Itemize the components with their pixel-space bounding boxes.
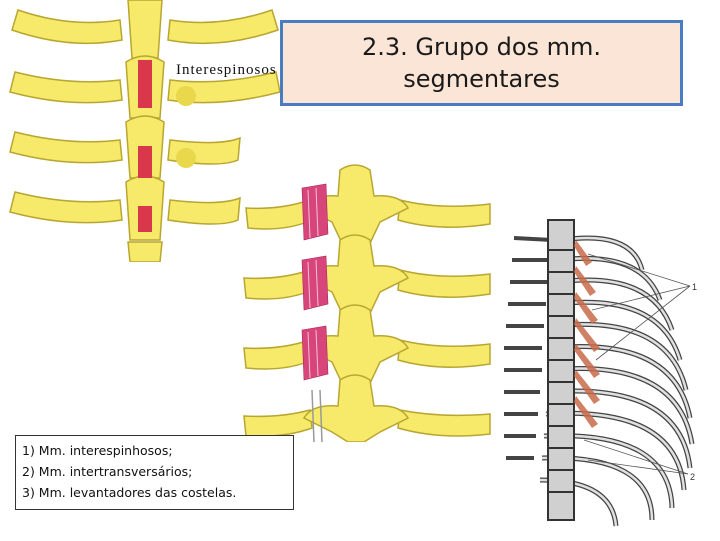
interspinous-figure: Interespinosos (0, 0, 290, 263)
spine-illustration-middle (243, 164, 491, 443)
interspinous-label: Interespinosos (176, 62, 277, 78)
legend-box: 1) Mm. interespinhosos; 2) Mm. intertran… (15, 435, 294, 510)
callout-2: 2 (690, 472, 695, 482)
spine-illustration-top (9, 0, 281, 263)
legend-item-2: 2) Mm. intertransversários; (22, 464, 193, 479)
thorax-illustration: 1 2 (504, 219, 697, 527)
title-box: 2.3. Grupo dos mm. segmentares (280, 20, 683, 106)
intertransverse-figure (240, 160, 492, 443)
levatores-costarum-figure: 1 2 (492, 210, 716, 536)
legend-item-1: 1) Mm. interespinhosos; (22, 443, 173, 458)
callout-1: 1 (692, 282, 697, 292)
legend-item-3: 3) Mm. levantadores das costelas. (22, 485, 237, 500)
slide-title: 2.3. Grupo dos mm. segmentares (361, 33, 602, 93)
